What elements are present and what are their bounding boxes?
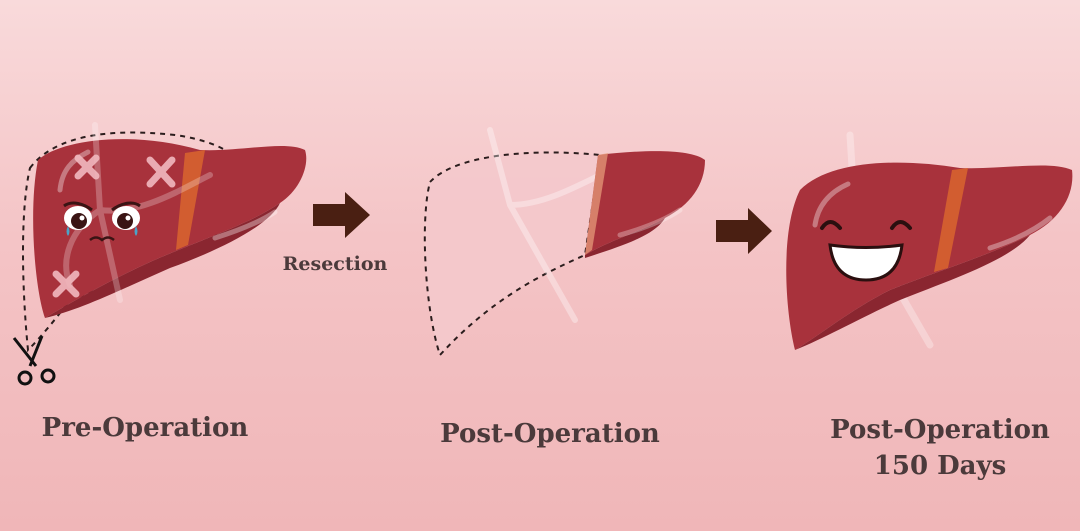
- resection-label: Resection: [282, 253, 388, 275]
- post-operation-150-line1: Post-Operation: [830, 415, 1050, 445]
- vessels-ghost: [487, 127, 603, 323]
- arrow-icon: [313, 192, 370, 238]
- post-operation-150-line2: 150 Days: [873, 451, 1007, 481]
- liver-remnant: [585, 151, 705, 255]
- sad-face: [63, 201, 141, 242]
- segment-band: [176, 150, 205, 250]
- arrow-icon: [716, 208, 772, 254]
- segment-band: [934, 168, 968, 272]
- removed-ghost: [424, 152, 600, 355]
- bandage-icon: [52, 154, 176, 298]
- post-operation-label: Post-Operation: [440, 419, 660, 449]
- post-operation-liver: [423, 127, 705, 357]
- scissors-icon: [12, 335, 56, 386]
- regenerated-liver: [786, 131, 1073, 350]
- pre-operation-liver: [12, 122, 307, 386]
- happy-face: [820, 220, 912, 282]
- liver-body: [33, 139, 307, 318]
- post-operation-150-label: Post-Operation 150 Days: [820, 412, 1060, 484]
- liver-shadow: [45, 203, 280, 318]
- liver-body: [786, 162, 1073, 350]
- pre-operation-label: Pre-Operation: [41, 413, 249, 443]
